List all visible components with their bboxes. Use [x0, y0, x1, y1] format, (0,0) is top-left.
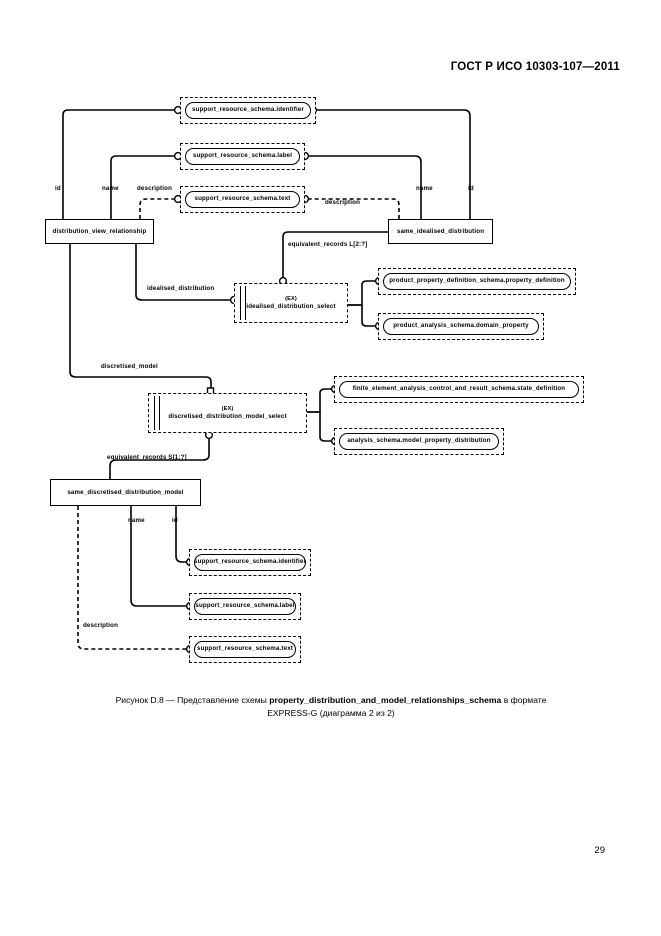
entity-label: distribution_view_relationship — [52, 227, 147, 235]
label-description-left: description — [137, 185, 172, 192]
select-label: idealised_distribution_select — [246, 302, 336, 310]
select-label: discretised_distribution_model_select — [168, 412, 287, 420]
interface-box-support-resource-schema-label-bottom[interactable]: support_resource_schema.label — [189, 593, 301, 620]
label-name-left: name — [102, 185, 119, 192]
interface-label: support_resource_schema.label — [185, 148, 300, 165]
figure-caption: Рисунок D.8 — Представление схемы proper… — [56, 694, 606, 721]
caption-line2: EXPRESS-G (диаграмма 2 из 2) — [267, 708, 395, 719]
caption-schema-name: property_distribution_and_model_relation… — [269, 695, 502, 705]
label-id-left: id — [55, 185, 61, 192]
interface-label: support_resource_schema.identifier — [185, 102, 311, 119]
select-ex-marker: (EX) — [221, 405, 234, 412]
interface-box-product-property-definition-schema-property-definition[interactable]: product_property_definition_schema.prope… — [378, 268, 576, 295]
label-description-right: description — [325, 199, 360, 206]
interface-label: product_property_definition_schema.prope… — [383, 273, 571, 290]
label-id-right: id — [468, 185, 474, 192]
interface-box-support-resource-schema-identifier-top[interactable]: support_resource_schema.identifier — [180, 97, 316, 124]
interface-box-support-resource-schema-text-top[interactable]: support_resource_schema.text — [180, 186, 305, 213]
express-g-diagram: support_resource_schema.identifier suppo… — [45, 97, 584, 663]
caption-middle: в формате — [501, 695, 547, 705]
label-idealised-distribution: idealised_distribution — [147, 285, 215, 292]
diagram-connections — [62, 105, 471, 654]
label-name-right: name — [416, 185, 433, 192]
document-header: ГОСТ Р ИСО 10303-107—2011 — [450, 61, 620, 73]
interface-box-finite-element-analysis-control-and-result-schema-state-definition[interactable]: finite_element_analysis_control_and_resu… — [334, 376, 584, 403]
interface-label: product_analysis_schema.domain_property — [383, 318, 539, 335]
label-discretised-model: discretised_model — [101, 363, 158, 370]
page-number: 29 — [594, 845, 605, 856]
label-name-bottom: name — [128, 517, 145, 524]
entity-label: same_idealised_distribution — [396, 227, 485, 235]
interface-label: support_resource_schema.label — [194, 598, 296, 615]
entity-box-same-idealised-distribution[interactable]: same_idealised_distribution — [388, 219, 493, 244]
entity-box-same-discretised-distribution-model[interactable]: same_discretised_distribution_model — [50, 479, 201, 506]
interface-label: support_resource_schema.text — [185, 191, 300, 208]
entity-box-distribution-view-relationship[interactable]: distribution_view_relationship — [45, 219, 154, 244]
interface-label: support_resource_schema.text — [194, 641, 296, 658]
interface-box-support-resource-schema-identifier-bottom[interactable]: support_resource_schema.identifier — [189, 549, 311, 576]
entity-label: same_discretised_distribution_model — [67, 488, 184, 496]
label-id-bottom: id — [172, 517, 178, 524]
interface-box-support-resource-schema-text-bottom[interactable]: support_resource_schema.text — [189, 636, 301, 663]
select-ex-marker: (EX) — [285, 295, 297, 302]
label-equivalent-records-list: equivalent_records L[2:?] — [288, 241, 368, 248]
interface-label: analysis_schema.model_property_distribut… — [339, 433, 499, 450]
caption-prefix: Рисунок D.8 — Представление схемы — [115, 695, 270, 705]
select-box-discretised-distribution-model-select[interactable]: (EX) discretised_distribution_model_sele… — [148, 393, 307, 433]
interface-box-product-analysis-schema-domain-property[interactable]: product_analysis_schema.domain_property — [378, 313, 544, 340]
label-equivalent-records-set: equivalent_records S[1:?] — [107, 454, 187, 461]
select-box-idealised-distribution-select[interactable]: (EX) idealised_distribution_select — [234, 283, 348, 323]
interface-box-support-resource-schema-label-top[interactable]: support_resource_schema.label — [180, 143, 305, 170]
interface-label: finite_element_analysis_control_and_resu… — [339, 381, 579, 398]
interface-box-analysis-schema-model-property-distribution[interactable]: analysis_schema.model_property_distribut… — [334, 428, 504, 455]
label-description-bottom: description — [83, 622, 118, 629]
interface-label: support_resource_schema.identifier — [194, 554, 306, 571]
